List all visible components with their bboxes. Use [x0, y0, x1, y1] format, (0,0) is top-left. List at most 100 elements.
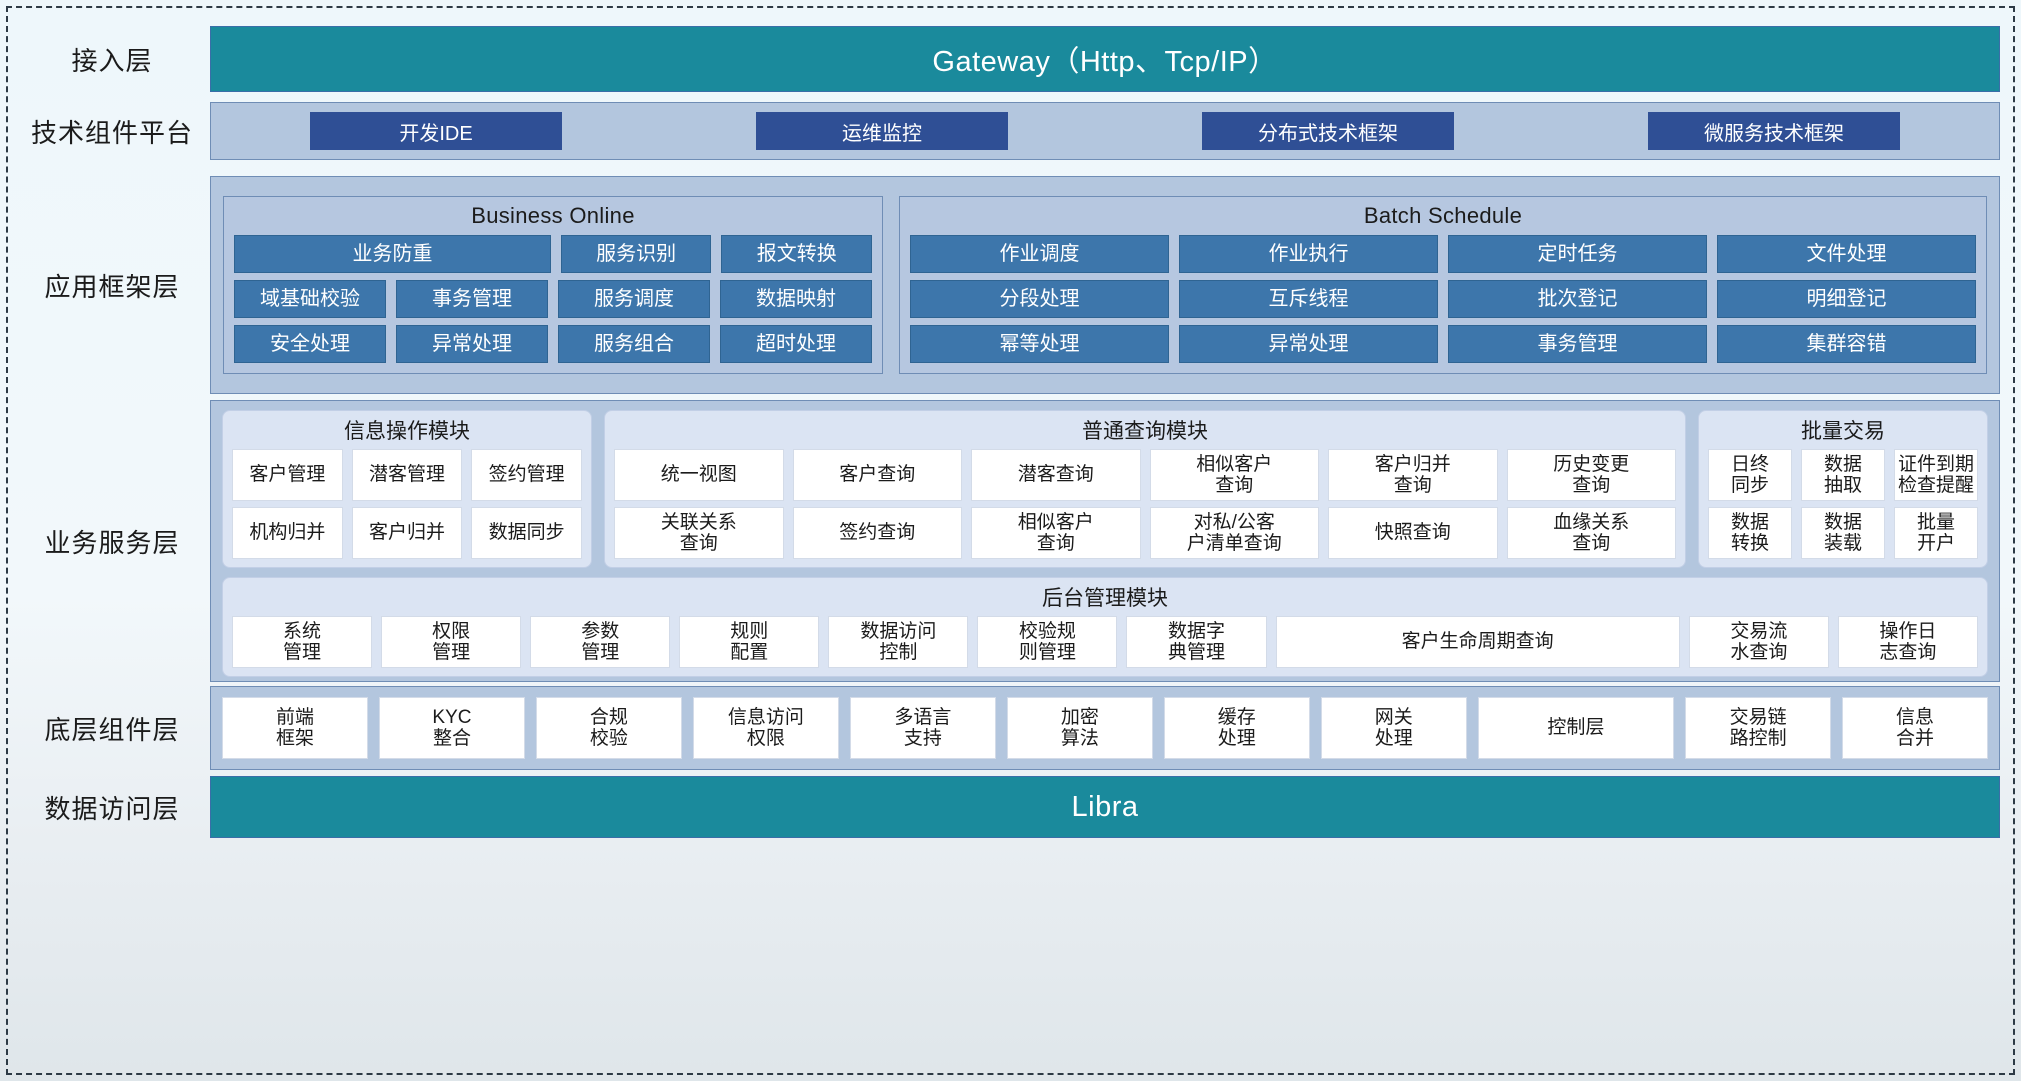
- gateway-bar[interactable]: Gateway（Http、Tcp/IP）: [210, 26, 2000, 92]
- business-service-cell[interactable]: 批量开户: [1894, 507, 1978, 559]
- business-service-cell[interactable]: 对私/公客户清单查询: [1149, 507, 1319, 559]
- app-framework-cell[interactable]: 批次登记: [1448, 280, 1707, 318]
- app-framework-cell[interactable]: 作业执行: [1179, 235, 1438, 273]
- admin-module-cell[interactable]: 交易流水查询: [1688, 616, 1829, 668]
- bottom-component-cell[interactable]: 交易链路控制: [1685, 697, 1832, 759]
- business-service-cell[interactable]: 客户归并查询: [1328, 449, 1498, 501]
- app-framework-grid: 作业调度作业执行定时任务文件处理分段处理互斥线程批次登记明细登记幂等处理异常处理…: [910, 235, 1976, 363]
- business-service-cell[interactable]: 相似客户查询: [1149, 449, 1319, 501]
- app-framework-cell[interactable]: 服务调度: [558, 280, 710, 318]
- tech-platform-button[interactable]: 分布式技术框架: [1202, 112, 1454, 150]
- app-framework-cell[interactable]: 业务防重: [234, 235, 551, 273]
- tech-platform-button[interactable]: 运维监控: [756, 112, 1008, 150]
- app-framework-cell[interactable]: 事务管理: [1448, 325, 1707, 363]
- business-service-cell[interactable]: 数据抽取: [1801, 449, 1885, 501]
- app-framework-cell[interactable]: 作业调度: [910, 235, 1169, 273]
- libra-bar[interactable]: Libra: [210, 776, 2000, 838]
- business-service-cell[interactable]: 潜客查询: [971, 449, 1141, 501]
- business-service-modules: 信息操作模块客户管理潜客管理签约管理机构归并客户归并数据同步普通查询模块统一视图…: [222, 410, 1988, 568]
- business-service-cell[interactable]: 客户查询: [792, 449, 962, 501]
- app-framework-cell[interactable]: 报文转换: [721, 235, 872, 273]
- admin-module-cell[interactable]: 数据访问控制: [828, 616, 969, 668]
- tech-platform-button[interactable]: 微服务技术框架: [1648, 112, 1900, 150]
- app-framework-cell[interactable]: 互斥线程: [1179, 280, 1438, 318]
- admin-module-row: 系统管理权限管理参数管理规则配置数据访问控制校验规则管理数据字典管理客户生命周期…: [232, 616, 1978, 668]
- app-framework-cell[interactable]: 数据映射: [720, 280, 872, 318]
- admin-module-title: 后台管理模块: [1042, 587, 1168, 610]
- app-framework-cell[interactable]: 幂等处理: [910, 325, 1169, 363]
- app-framework-cell[interactable]: 服务组合: [558, 325, 710, 363]
- business-service-cell[interactable]: 历史变更查询: [1506, 449, 1676, 501]
- app-framework-cell[interactable]: 定时任务: [1448, 235, 1707, 273]
- business-service-cell[interactable]: 数据同步: [471, 507, 583, 559]
- app-framework-cell[interactable]: 明细登记: [1717, 280, 1976, 318]
- business-service-cell[interactable]: 机构归并: [232, 507, 343, 559]
- admin-module-cell[interactable]: 权限管理: [381, 616, 522, 668]
- business-service-cell[interactable]: 血缘关系查询: [1506, 507, 1676, 559]
- app-framework-row: 域基础校验事务管理服务调度数据映射: [234, 280, 872, 318]
- business-service-cell[interactable]: 数据装载: [1801, 507, 1885, 559]
- bottom-component-cell[interactable]: 网关处理: [1320, 697, 1467, 759]
- app-framework-grid: 业务防重服务识别报文转换域基础校验事务管理服务调度数据映射安全处理异常处理服务组…: [234, 235, 872, 363]
- bottom-component-cell[interactable]: 控制层: [1477, 697, 1675, 759]
- admin-module-group: 后台管理模块系统管理权限管理参数管理规则配置数据访问控制校验规则管理数据字典管理…: [222, 577, 1988, 677]
- admin-module-cell[interactable]: 数据字典管理: [1126, 616, 1267, 668]
- app-framework-row: 幂等处理异常处理事务管理集群容错: [910, 325, 1976, 363]
- app-framework-cell[interactable]: 超时处理: [720, 325, 872, 363]
- bottom-component-cell[interactable]: 合规校验: [535, 697, 682, 759]
- bottom-component-cell[interactable]: 多语言支持: [849, 697, 996, 759]
- app-framework-cell[interactable]: 域基础校验: [234, 280, 386, 318]
- bottom-component-cell[interactable]: 缓存处理: [1163, 697, 1310, 759]
- admin-module-cell[interactable]: 操作日志查询: [1837, 616, 1978, 668]
- admin-module-cell[interactable]: 规则配置: [679, 616, 820, 668]
- business-service-cell[interactable]: 日终同步: [1708, 449, 1792, 501]
- bottom-component-cell[interactable]: 信息访问权限: [692, 697, 839, 759]
- business-service-cell[interactable]: 数据转换: [1708, 507, 1792, 559]
- app-framework-cell[interactable]: 分段处理: [910, 280, 1169, 318]
- business-service-cell[interactable]: 潜客管理: [351, 449, 463, 501]
- app-framework-cell[interactable]: 文件处理: [1717, 235, 1976, 273]
- business-service-cell[interactable]: 客户归并: [351, 507, 463, 559]
- admin-module-grid: 系统管理权限管理参数管理规则配置数据访问控制校验规则管理数据字典管理客户生命周期…: [232, 616, 1978, 668]
- app-framework-cell[interactable]: 集群容错: [1717, 325, 1976, 363]
- tech-platform-button[interactable]: 开发IDE: [310, 112, 562, 150]
- business-service-grid: 统一视图客户查询潜客查询相似客户查询客户归并查询历史变更查询关联关系查询签约查询…: [614, 449, 1676, 559]
- business-service-grid: 客户管理潜客管理签约管理机构归并客户归并数据同步: [232, 449, 583, 559]
- business-service-cell[interactable]: 证件到期检查提醒: [1894, 449, 1978, 501]
- bottom-component-cell[interactable]: 前端框架: [222, 697, 368, 759]
- business-service-cell[interactable]: 客户管理: [232, 449, 343, 501]
- app-framework-cell[interactable]: 异常处理: [396, 325, 548, 363]
- business-service-row: 统一视图客户查询潜客查询相似客户查询客户归并查询历史变更查询: [614, 449, 1676, 501]
- layer-access: 接入层 Gateway（Http、Tcp/IP）: [14, 26, 2000, 92]
- admin-module-cell[interactable]: 参数管理: [530, 616, 671, 668]
- business-service-group: 批量交易日终同步数据抽取证件到期检查提醒数据转换数据装载批量开户: [1698, 410, 1988, 568]
- app-framework-row: 作业调度作业执行定时任务文件处理: [910, 235, 1976, 273]
- business-service-cell[interactable]: 统一视图: [614, 449, 784, 501]
- bottom-component-cell[interactable]: 加密算法: [1006, 697, 1153, 759]
- layer-label-data-access: 数据访问层: [44, 793, 180, 824]
- business-service-group: 信息操作模块客户管理潜客管理签约管理机构归并客户归并数据同步: [222, 410, 592, 568]
- admin-module-cell[interactable]: 系统管理: [232, 616, 373, 668]
- app-framework-cell[interactable]: 异常处理: [1179, 325, 1438, 363]
- business-service-cell[interactable]: 签约管理: [471, 449, 583, 501]
- tech-platform-panel: 开发IDE 运维监控 分布式技术框架 微服务技术框架: [210, 102, 2000, 160]
- bottom-component-cell[interactable]: 信息合并: [1842, 697, 1989, 759]
- business-service-cell[interactable]: 关联关系查询: [614, 507, 784, 559]
- business-service-cell[interactable]: 相似客户查询: [971, 507, 1141, 559]
- admin-module-cell[interactable]: 客户生命周期查询: [1275, 616, 1680, 668]
- business-service-cell[interactable]: 快照查询: [1328, 507, 1498, 559]
- app-framework-cell[interactable]: 安全处理: [234, 325, 386, 363]
- admin-module-wrap: 后台管理模块系统管理权限管理参数管理规则配置数据访问控制校验规则管理数据字典管理…: [222, 577, 1988, 677]
- app-framework-cell[interactable]: 服务识别: [560, 235, 712, 273]
- business-service-cell[interactable]: 签约查询: [792, 507, 962, 559]
- tech-platform-buttons: 开发IDE 运维监控 分布式技术框架 微服务技术框架: [211, 112, 1999, 150]
- admin-module-cell[interactable]: 校验规则管理: [977, 616, 1118, 668]
- app-framework-cell[interactable]: 事务管理: [396, 280, 548, 318]
